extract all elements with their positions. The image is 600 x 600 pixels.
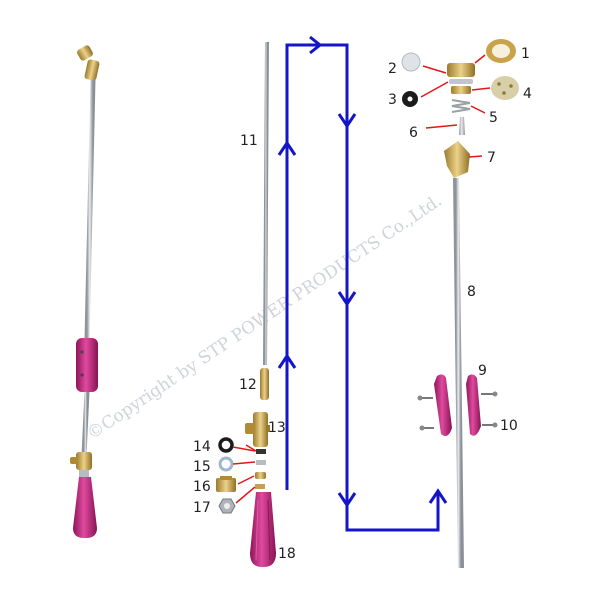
part-9-handle-clamp xyxy=(434,374,481,436)
label-1: 1 xyxy=(521,46,530,62)
part-labels: 1 2 3 4 5 6 7 8 9 10 11 12 13 14 15 16 1… xyxy=(193,46,532,562)
label-13: 13 xyxy=(268,420,286,436)
leader-3 xyxy=(420,81,449,98)
label-12: 12 xyxy=(239,377,257,393)
label-7: 7 xyxy=(487,150,496,166)
nozzle-head-stack xyxy=(447,63,475,94)
part-17-hex-nut xyxy=(218,484,265,514)
leader-16 xyxy=(237,475,255,485)
leader-6 xyxy=(425,124,458,129)
label-11: 11 xyxy=(240,133,258,149)
part-8-main-rod xyxy=(453,177,464,569)
leader-5 xyxy=(470,105,486,114)
leader-2 xyxy=(422,65,447,74)
part-14-o-ring xyxy=(218,437,266,454)
leader-17 xyxy=(235,486,256,504)
flow-arrow-down-2 xyxy=(337,291,357,307)
label-14: 14 xyxy=(193,439,211,455)
label-8: 8 xyxy=(467,284,476,300)
part-7-elbow xyxy=(444,141,470,178)
label-5: 5 xyxy=(489,110,498,126)
flow-arrow-up-lower xyxy=(277,353,297,369)
part-6-needle xyxy=(459,117,465,135)
part-11-long-rod xyxy=(263,41,269,366)
part-12-connector xyxy=(260,368,269,400)
label-9: 9 xyxy=(478,363,487,379)
label-17: 17 xyxy=(193,500,211,516)
assembled-valve xyxy=(70,452,92,478)
label-3: 3 xyxy=(388,92,397,108)
label-6: 6 xyxy=(409,125,418,141)
part-13-valve-body xyxy=(245,412,270,447)
assembled-hose-grip xyxy=(73,477,97,538)
flow-path xyxy=(285,43,440,532)
part-15-washer xyxy=(218,456,266,472)
assembled-upper-rod xyxy=(84,79,96,341)
assembled-nozzle-head xyxy=(77,45,100,81)
flow-arrow-up-upper xyxy=(277,140,297,156)
label-10: 10 xyxy=(500,418,518,434)
leader-1 xyxy=(474,54,486,64)
part-2-nozzle-disc xyxy=(401,52,421,72)
label-18: 18 xyxy=(278,546,296,562)
assembled-lance xyxy=(70,45,100,538)
flow-arrow-down-3 xyxy=(337,492,357,508)
flow-arrows xyxy=(277,35,448,532)
leader-15 xyxy=(232,461,256,465)
part-18-hose-grip xyxy=(250,492,276,567)
leader-14 xyxy=(232,446,256,452)
flow-arrow-up-right xyxy=(428,488,448,504)
leader-7 xyxy=(468,155,483,158)
part-1-cap-nut xyxy=(486,39,516,63)
label-15: 15 xyxy=(193,459,211,475)
part-10-screws xyxy=(417,391,498,431)
label-2: 2 xyxy=(388,61,397,77)
leader-lines xyxy=(232,54,491,504)
part-5-spring xyxy=(451,99,471,113)
part-4-swirl-plate xyxy=(491,76,519,100)
flow-arrow-down-1 xyxy=(337,113,357,129)
flow-arrow-right-top xyxy=(309,35,323,55)
leader-13 xyxy=(245,444,257,452)
label-16: 16 xyxy=(193,479,211,495)
assembled-handle-clamp xyxy=(76,338,98,392)
leader-4 xyxy=(471,87,491,91)
label-4: 4 xyxy=(523,86,532,102)
assembled-lower-rod xyxy=(81,391,90,456)
part-3-rubber-washer xyxy=(402,91,418,107)
part-16-brass-fitting xyxy=(216,472,266,492)
